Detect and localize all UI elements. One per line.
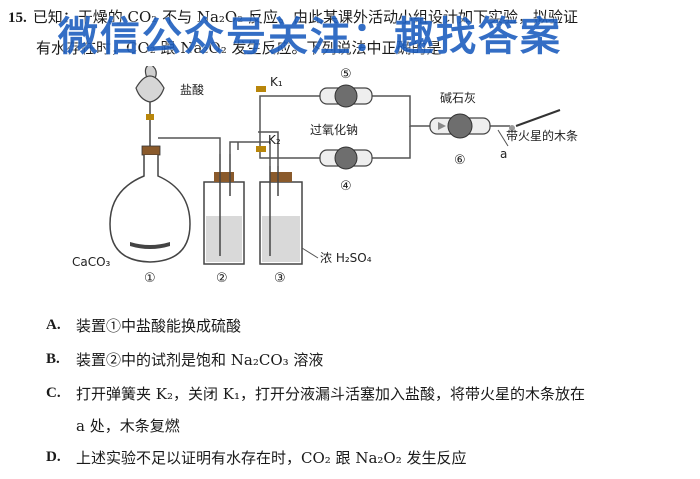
- option-d-letter: D.: [46, 448, 61, 465]
- option-b-letter: B.: [46, 350, 60, 367]
- stem-text-1: 已知：干燥的 CO₂ 不与 Na₂O₂ 反应。由此某课外活动小组设计如下实验，拟…: [32, 8, 579, 26]
- option-b[interactable]: B. 装置②中的试剂是饱和 Na₂CO₃ 溶液: [46, 342, 696, 376]
- device-number-2: ②: [216, 271, 228, 286]
- stem-line-2: 有水存在时，CO₂ 跟 Na₂O₂ 发生反应。下列说法中正确的是: [8, 33, 692, 63]
- option-a[interactable]: A. 装置①中盐酸能换成硫酸: [46, 308, 696, 342]
- label-caco3: CaCO₃: [72, 255, 111, 269]
- option-b-text: 装置②中的试剂是饱和 Na₂CO₃ 溶液: [76, 350, 324, 369]
- device-1-flask: [109, 66, 191, 263]
- question-number: 15.: [8, 10, 27, 26]
- device-6-tube: [429, 113, 491, 139]
- option-a-text: 装置①中盐酸能换成硫酸: [76, 316, 242, 335]
- option-d-text: 上述实验不足以证明有水存在时，CO₂ 跟 Na₂O₂ 发生反应: [76, 448, 467, 467]
- answer-options: A. 装置①中盐酸能换成硫酸 B. 装置②中的试剂是饱和 Na₂CO₃ 溶液 C…: [46, 308, 696, 474]
- label-glowing-splint: 带火星的木条: [506, 128, 578, 143]
- device-number-4: ④: [340, 179, 352, 194]
- label-hydrochloric-acid: 盐酸: [180, 82, 204, 97]
- label-point-a: a: [500, 147, 507, 161]
- device-4-tube: [319, 146, 373, 170]
- apparatus-diagram: 盐酸 CaCO₃ 浓 H₂SO₄ 过氧化钠 碱石灰 带火星的木条 a K₁ K₂…: [72, 66, 578, 286]
- label-k1: K₁: [270, 75, 283, 89]
- device-3-bottle: [259, 166, 303, 265]
- watermark: 微信公众号关注：趣找答案: [58, 14, 562, 60]
- option-c-letter: C.: [46, 384, 61, 401]
- stem-line-1: 15. 已知：干燥的 CO₂ 不与 Na₂O₂ 反应。由此某课外活动小组设计如下实…: [8, 2, 692, 33]
- question-stem: 15. 已知：干燥的 CO₂ 不与 Na₂O₂ 反应。由此某课外活动小组设计如下实…: [8, 2, 692, 63]
- device-2-bottle: [203, 154, 245, 265]
- option-c-text: 打开弹簧夹 K₂，关闭 K₁，打开分液漏斗活塞加入盐酸，将带火星的木条放在: [76, 384, 585, 403]
- option-c[interactable]: C. 打开弹簧夹 K₂，关闭 K₁，打开分液漏斗活塞加入盐酸，将带火星的木条放在: [46, 376, 696, 410]
- option-a-letter: A.: [46, 316, 61, 333]
- device-number-6: ⑥: [454, 153, 466, 168]
- glowing-splint: [509, 109, 561, 131]
- label-conc-h2so4: 浓 H₂SO₄: [320, 251, 372, 265]
- device-number-1: ①: [144, 271, 156, 286]
- label-soda-lime: 碱石灰: [440, 91, 476, 105]
- label-sodium-peroxide: 过氧化钠: [310, 122, 358, 137]
- device-5-tube: [319, 84, 373, 108]
- label-k2: K₂: [268, 133, 281, 147]
- device-number-3: ③: [274, 271, 286, 286]
- option-d[interactable]: D. 上述实验不足以证明有水存在时，CO₂ 跟 Na₂O₂ 发生反应: [46, 440, 696, 474]
- stem-text-2: 有水存在时，CO₂ 跟 Na₂O₂ 发生反应。下列说法中正确的是: [36, 39, 442, 57]
- device-number-5: ⑤: [340, 67, 352, 82]
- option-c-continuation: a 处，木条复燃: [76, 416, 180, 435]
